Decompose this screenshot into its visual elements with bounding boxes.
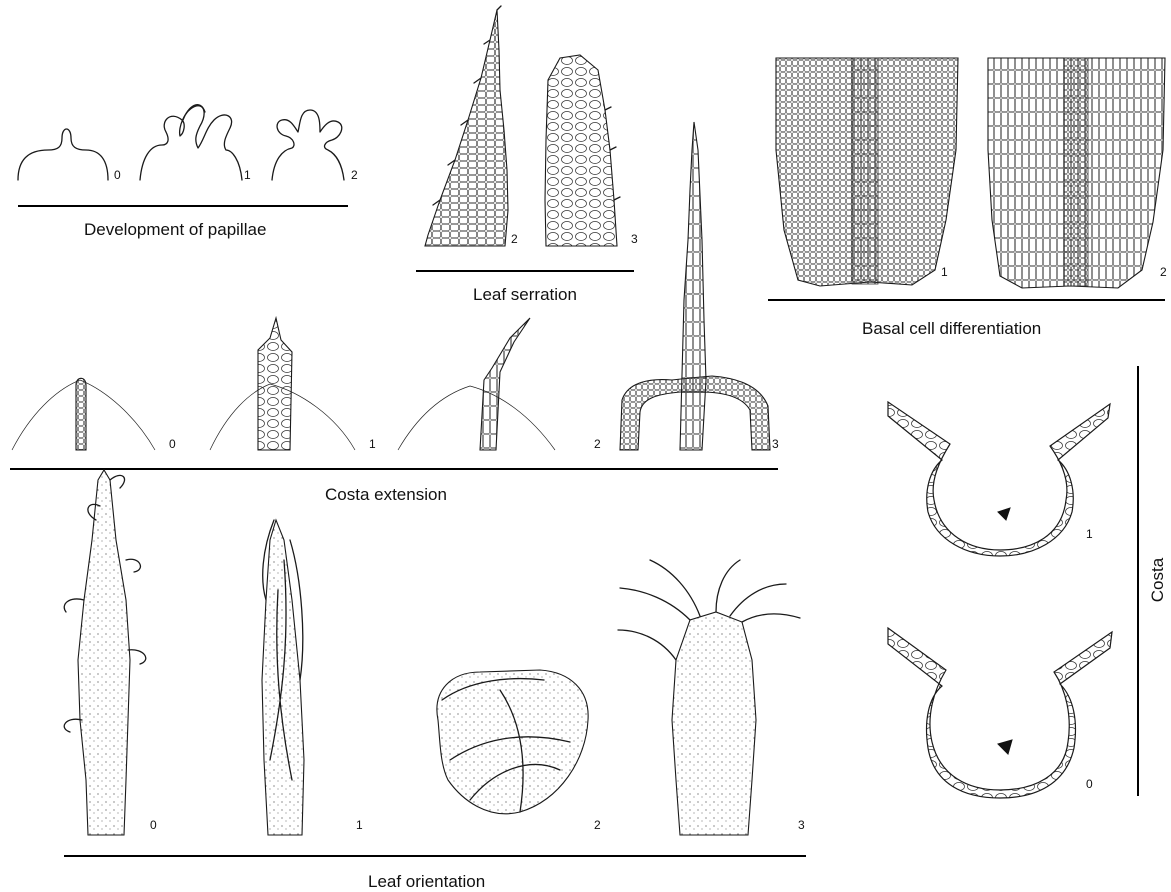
costa-extension-state-label: 0 bbox=[169, 437, 176, 451]
serration-drawings bbox=[425, 6, 620, 246]
orientation-caption: Leaf orientation bbox=[368, 872, 485, 892]
orientation-drawings bbox=[64, 470, 800, 835]
orientation-state-label: 1 bbox=[356, 818, 363, 832]
papillae-state-label: 1 bbox=[244, 168, 251, 182]
serration-state-label: 3 bbox=[631, 232, 638, 246]
costa-extension-drawings bbox=[12, 122, 770, 450]
costa-drawings bbox=[888, 402, 1112, 798]
costa-extension-state-label: 2 bbox=[594, 437, 601, 451]
papillae-state-label: 2 bbox=[351, 168, 358, 182]
basal-state-label: 2 bbox=[1160, 265, 1167, 279]
costa-state-label: 1 bbox=[1086, 527, 1093, 541]
costa-caption: Costa bbox=[1148, 550, 1168, 610]
orientation-state-label: 0 bbox=[150, 818, 157, 832]
costa-extension-state-label: 1 bbox=[369, 437, 376, 451]
costa-extension-state-label: 3 bbox=[772, 437, 779, 451]
serration-caption: Leaf serration bbox=[473, 285, 577, 305]
orientation-state-label: 3 bbox=[798, 818, 805, 832]
serration-state-label: 2 bbox=[511, 232, 518, 246]
papillae-caption: Development of papillae bbox=[84, 220, 266, 240]
basal-drawings bbox=[776, 58, 1165, 288]
basal-caption: Basal cell differentiation bbox=[862, 319, 1041, 339]
papillae-drawings bbox=[18, 105, 344, 180]
papillae-state-label: 0 bbox=[114, 168, 121, 182]
orientation-state-label: 2 bbox=[594, 818, 601, 832]
costa-state-label: 0 bbox=[1086, 777, 1093, 791]
basal-state-label: 1 bbox=[941, 265, 948, 279]
costa-extension-caption: Costa extension bbox=[325, 485, 447, 505]
